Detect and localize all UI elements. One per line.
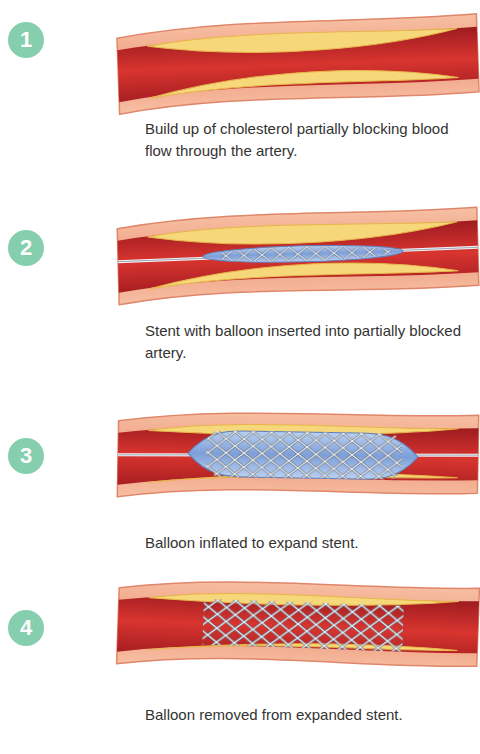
step-caption: Balloon inflated to expand stent. <box>145 532 465 554</box>
caption-box: Stent with balloon inserted into partial… <box>145 320 465 364</box>
step-number: 1 <box>20 29 32 51</box>
caption-box: Build up of cholesterol partially blocki… <box>145 118 465 162</box>
step-number-circle: 4 <box>8 610 44 646</box>
caption-box: Balloon removed from expanded stent. <box>145 704 465 726</box>
step-number: 3 <box>20 445 32 467</box>
step-number-circle: 2 <box>8 230 44 266</box>
step-caption: Build up of cholesterol partially blocki… <box>145 118 465 162</box>
artery-stent-expanded <box>117 576 480 677</box>
caption-box: Balloon inflated to expand stent. <box>145 532 465 554</box>
artery-balloon-inflated <box>117 409 478 503</box>
step-caption: Stent with balloon inserted into partial… <box>145 320 465 364</box>
step-number-circle: 1 <box>8 22 44 58</box>
narrowed-artery <box>117 14 480 115</box>
step-caption: Balloon removed from expanded stent. <box>145 704 465 726</box>
step-number: 4 <box>20 617 32 639</box>
step-number-circle: 3 <box>8 438 44 474</box>
step-number: 2 <box>20 237 32 259</box>
artery-with-catheter <box>117 207 479 304</box>
